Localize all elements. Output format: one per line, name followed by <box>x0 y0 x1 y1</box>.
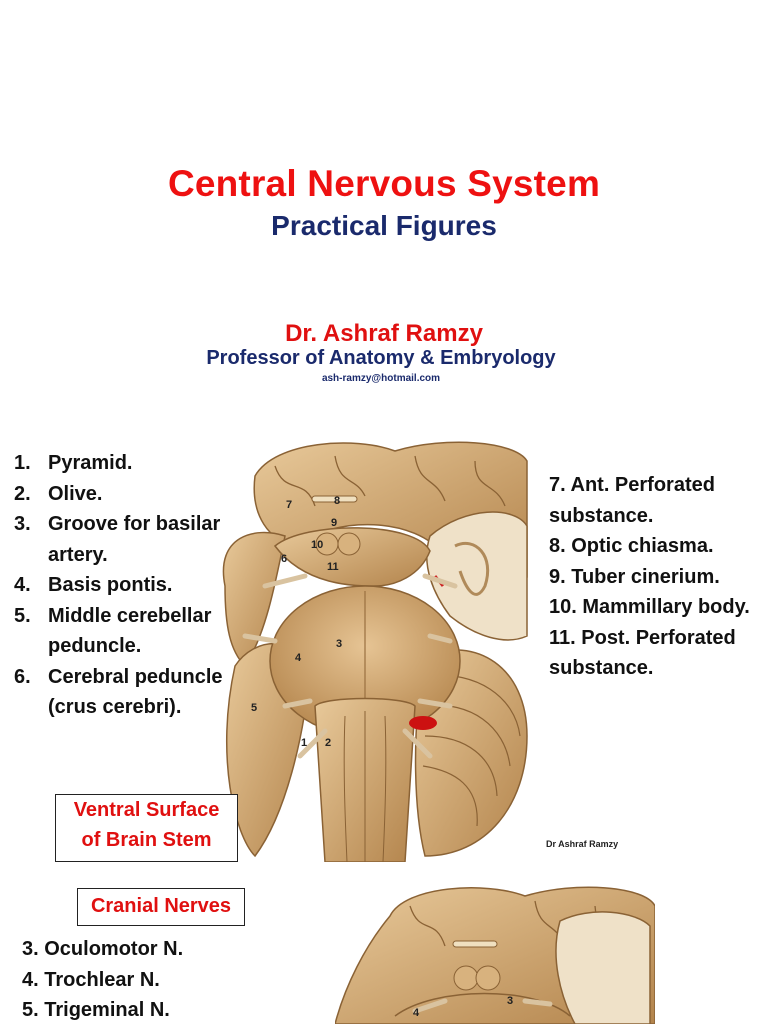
list-item-number: 6. <box>14 665 31 688</box>
figure-label: 6 <box>281 553 287 565</box>
list-item: 4. Trochlear N. <box>22 968 160 991</box>
list-item: 7. Ant. Perforated substance. <box>549 474 715 527</box>
figure-label: 9 <box>331 517 337 529</box>
caption-line: Ventral Surface <box>73 799 220 821</box>
list-item-text: Cerebral peduncle (crus cerebri). <box>48 665 223 719</box>
list-item: 11. Post. Perforated substance. <box>549 626 736 680</box>
figure-label: 4 <box>295 652 302 664</box>
author-role: Professor of Anatomy & Embryology <box>206 347 556 369</box>
image-credit: Dr Ashraf Ramzy <box>546 839 619 849</box>
list-item: 2. Olive. <box>14 479 229 510</box>
figure-label: 10 <box>311 539 323 551</box>
left-structure-list: 1. Pyramid. 2. Olive. 3. Groove for basilar… <box>14 448 229 723</box>
figure-label: 3 <box>507 995 513 1007</box>
figure-label: 3 <box>336 638 342 650</box>
caption-line: of Brain Stem <box>81 829 212 851</box>
list-item-number: 2. <box>14 482 31 505</box>
list-item: 9. Tuber cinerium. <box>549 565 720 588</box>
list-item-number: 3. <box>14 513 31 535</box>
list-item: 4. Basis pontis. <box>14 570 229 601</box>
list-item-number: 1. <box>14 452 31 474</box>
list-item: 8. Optic chiasma. <box>549 535 714 557</box>
list-item: 6. Cerebral peduncle (crus cerebri). <box>14 662 229 723</box>
page-title: Central Nervous System <box>167 163 601 204</box>
list-item-number: 4. <box>14 574 31 596</box>
figure-label: 4 <box>413 1007 420 1019</box>
list-item: 3. Oculomotor N. <box>22 938 184 960</box>
ventral-surface-caption-box: Ventral Surface of Brain Stem <box>55 794 238 862</box>
figure-label: 7 <box>286 499 292 511</box>
figure-label: 1 <box>301 737 307 749</box>
author-email: ash-ramzy@hotmail.com <box>321 373 441 384</box>
list-item: 5. Trigeminal N. <box>22 999 170 1021</box>
list-item: 1. Pyramid. <box>14 448 229 479</box>
figure-label: 5 <box>251 702 257 714</box>
brainstem-ventral-figure: 1 2 3 4 5 6 7 8 9 10 11 <box>222 441 528 862</box>
figure-label: 11 <box>327 561 339 573</box>
list-item-text: Groove for basilar artery. <box>48 513 221 566</box>
author-name: Dr. Ashraf Ramzy <box>285 320 483 347</box>
list-item: 10. Mammillary body. <box>549 596 750 618</box>
cranial-nerve-list: 3. Oculomotor N. 4. Trochlear N. 5. Trig… <box>22 934 183 1026</box>
list-item-text: Olive. <box>48 482 103 505</box>
list-item-text: Basis pontis. <box>48 574 173 596</box>
list-item-text: Middle cerebellar peduncle. <box>48 604 212 658</box>
brainstem-cranial-nerves-figure: 3 4 <box>335 886 655 1024</box>
list-item-text: Pyramid. <box>48 452 133 474</box>
page-subtitle: Practical Figures <box>271 210 497 241</box>
right-structure-list: 7. Ant. Perforated substance. 8. Optic c… <box>549 470 764 684</box>
figure-label: 2 <box>325 737 331 749</box>
list-item-number: 5. <box>14 604 31 627</box>
figure-label: 8 <box>334 495 340 507</box>
list-item: 3. Groove for basilar artery. <box>14 509 229 570</box>
cranial-nerves-caption-box: Cranial Nerves <box>77 888 245 926</box>
list-item: 5. Middle cerebellar peduncle. <box>14 601 229 662</box>
